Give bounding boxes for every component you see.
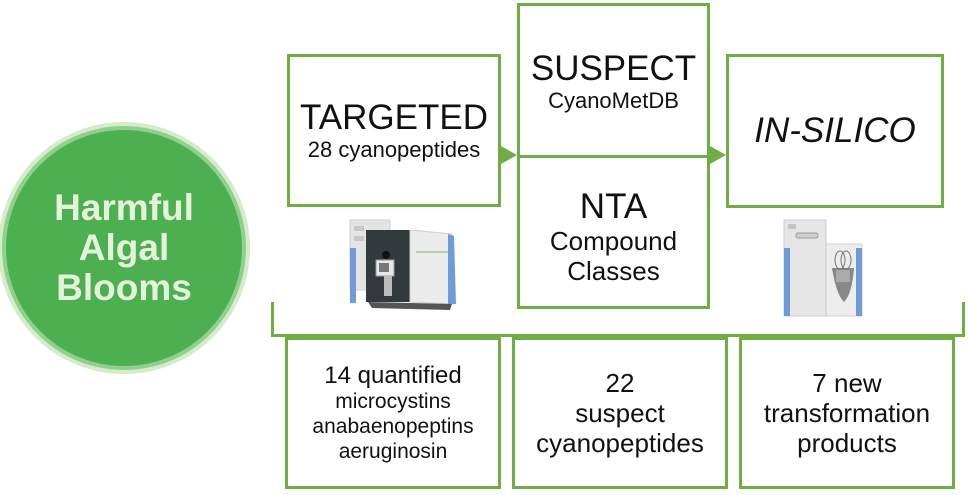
result-2-line-1: 22	[605, 368, 635, 398]
suspect-box: SUSPECT CyanoMetDB	[517, 3, 710, 159]
bracket-bottom	[271, 334, 965, 337]
result-1-line-2: microcystins	[335, 390, 451, 413]
result-box-insilico: 7 new transformation products	[739, 337, 955, 489]
result-3-line-3: products	[797, 428, 897, 458]
nta-subtitle-line-1: Compound	[549, 226, 678, 256]
targeted-subtitle: 28 cyanopeptides	[307, 136, 481, 162]
result-box-targeted: 14 quantified microcystins anabaenopepti…	[285, 337, 501, 489]
nta-box: NTA Compound Classes	[517, 155, 710, 309]
mass-spectrometer-icon	[349, 219, 456, 310]
suspect-title: SUSPECT	[530, 49, 697, 88]
circle-line-3: Blooms	[56, 267, 192, 308]
nta-title: NTA	[579, 187, 648, 226]
result-1-line-4: aeruginosin	[338, 440, 448, 463]
result-2-line-2: suspect	[575, 398, 665, 428]
insilico-box: IN-SILICO	[726, 54, 944, 208]
result-box-suspect: 22 suspect cyanopeptides	[512, 337, 728, 489]
result-1-line-1: 14 quantified	[324, 362, 462, 389]
circle-line-2: Algal	[78, 227, 170, 268]
targeted-title: TARGETED	[300, 97, 488, 137]
arrow-suspect-to-insilico	[710, 146, 726, 164]
result-3-line-1: 7 new	[812, 368, 882, 398]
result-1-line-3: anabaenopeptins	[312, 415, 474, 438]
result-3-line-2: transformation	[763, 398, 931, 428]
bracket-right	[962, 302, 965, 336]
lc-system-icon	[783, 219, 863, 317]
arrow-targeted-to-suspect	[501, 146, 517, 164]
insilico-title: IN-SILICO	[754, 111, 916, 150]
nta-subtitle-line-2: Classes	[567, 256, 660, 286]
suspect-subtitle: CyanoMetDB	[548, 88, 679, 113]
circle-line-1: Harmful	[54, 187, 194, 228]
harmful-algal-blooms-circle: Harmful Algal Blooms	[6, 130, 242, 366]
bracket-left	[271, 302, 274, 336]
result-2-line-3: cyanopeptides	[536, 428, 704, 458]
targeted-box: TARGETED 28 cyanopeptides	[287, 54, 501, 207]
